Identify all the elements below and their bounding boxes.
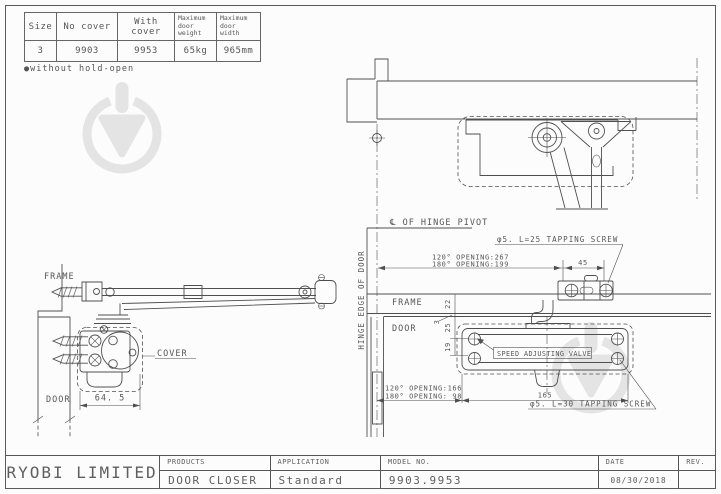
hinge-pivot-centerline-label: ℄ OF HINGE PIVOT (389, 218, 488, 228)
date-header: DATE (598, 456, 679, 471)
hinge-edge-label: HINGE EDGE OF DOOR (357, 250, 366, 349)
dim-22: 22 (444, 299, 452, 309)
tapping-screw-label-bottom: φ5. L=30 TAPPING SCREW (530, 400, 651, 409)
opening-dim-120-top: 120° OPENING:267 (432, 254, 509, 262)
watermark-logo-bottom (556, 322, 626, 409)
side-door-label: DOOR (46, 395, 70, 405)
side-width-dimension: 64. 5 (95, 394, 126, 404)
side-view-drawing: FRAME COVER DOOR 64. 5 (32, 264, 337, 438)
tapping-screw-label-top: φ5. L=25 TAPPING SCREW (497, 235, 618, 244)
company-name: RYOBI LIMITED (5, 456, 161, 489)
opening-dim-180-top: 180° OPENING:199 (432, 261, 509, 269)
dim-165: 165 (538, 392, 552, 400)
application-value: Standard (278, 473, 344, 487)
installation-drawing: ℄ OF HINGE PIVOT HINGE EDGE OF DOOR 120°… (357, 218, 711, 437)
dim-19: 19 (444, 342, 452, 352)
side-frame-label: FRAME (44, 272, 75, 282)
dim-3: 3 (433, 320, 441, 325)
products-value: DOOR CLOSER (168, 473, 258, 487)
dim-25: 25 (444, 323, 452, 333)
spec-value-max-weight: 65kg (174, 40, 217, 62)
application-header: APPLICATION (270, 456, 380, 471)
speed-adjusting-valve-label: SPEED ADJUSTING VALVE (497, 350, 591, 358)
date-value: 08/30/2018 (610, 475, 667, 485)
hold-open-note: ●without hold-open (24, 64, 135, 74)
sheet-border (5, 5, 716, 489)
watermark-logo-top (87, 82, 157, 169)
opening-dim-120-bottom: 120° OPENING:166 (385, 385, 462, 393)
model-no-header: MODEL NO. (380, 456, 598, 471)
rev-value (679, 471, 716, 489)
spec-value-max-width: 965mm (216, 40, 261, 62)
plan-view-drawing (346, 58, 698, 318)
install-door-label: DOOR (392, 324, 416, 334)
rev-header: REV. (679, 456, 716, 471)
title-block: RYOBI LIMITED PRODUCTS DOOR CLOSER APPLI… (5, 455, 716, 489)
opening-dim-180-bottom: 180° OPENING: 98 (385, 393, 462, 401)
products-header: PRODUCTS (160, 456, 270, 471)
spec-table: Size No cover With cover Maximum door we… (24, 12, 261, 62)
spec-header-no-cover: No cover (56, 12, 118, 41)
model-no-value: 9903.9953 (388, 473, 462, 487)
install-frame-label: FRAME (392, 298, 423, 308)
side-cover-label: COVER (157, 349, 188, 359)
dim-45: 45 (578, 259, 588, 267)
